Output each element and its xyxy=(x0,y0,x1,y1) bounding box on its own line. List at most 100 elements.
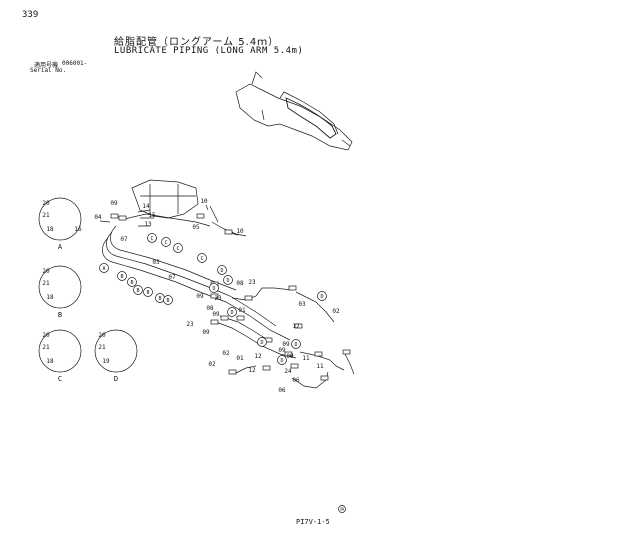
part-number-callout: 09 xyxy=(196,293,204,300)
applicability-label: 適用号機 xyxy=(34,62,59,69)
pipe-fitting xyxy=(284,351,293,357)
callout-circle xyxy=(291,339,301,349)
callout-letter: B xyxy=(136,288,139,294)
part-number-callout: 09 xyxy=(212,311,220,318)
detail-view-letter: B xyxy=(58,311,62,319)
part-number-callout: 07 xyxy=(120,236,128,243)
leader-lines xyxy=(99,204,239,236)
part-number-callout: 12 xyxy=(254,353,262,360)
callout-circle xyxy=(99,263,109,273)
pipe-fitting xyxy=(220,315,229,321)
pipe-fitting xyxy=(320,375,329,381)
part-number-callout: 09 xyxy=(278,347,286,354)
pipe-fitting xyxy=(210,293,219,299)
pipe-run-lower-3 xyxy=(299,351,345,371)
pipe-fitting xyxy=(210,319,219,325)
callout-letter: C xyxy=(200,256,203,262)
callout-letter: C xyxy=(164,240,167,246)
callout-letter: A xyxy=(102,266,105,272)
detail-part-number: 19 xyxy=(102,358,110,365)
footer-mark-circle xyxy=(338,505,346,513)
callout-circle xyxy=(163,295,173,305)
part-number-callout: 09 xyxy=(286,353,294,360)
callout-letter: D xyxy=(226,278,229,284)
callout-letter: B xyxy=(146,290,149,296)
pipe-fitting xyxy=(290,363,299,369)
pipe-run-11 xyxy=(343,351,355,375)
part-number-callout: 08 xyxy=(206,305,214,312)
detail-part-number: 20 xyxy=(42,268,50,275)
pipe-run-main-1 xyxy=(102,237,291,341)
detail-part-number: 20 xyxy=(42,332,50,339)
callout-letter: D xyxy=(220,268,223,274)
callout-circle xyxy=(143,287,153,297)
pipe-fitting xyxy=(314,351,323,357)
part-number-callout: 01 xyxy=(236,355,244,362)
pipe-fitting xyxy=(224,229,233,235)
part-number-callout: 15 xyxy=(148,212,156,219)
detail-circle-c xyxy=(38,329,82,373)
callout-circle xyxy=(117,271,127,281)
pipe-run-lower-1 xyxy=(215,321,297,359)
pipe-fitting xyxy=(342,349,351,355)
pipe-fitting xyxy=(228,369,237,375)
footer-mark: ⑩ xyxy=(340,507,345,513)
part-number-callout: 11 xyxy=(302,355,310,362)
detail-part-number: 18 xyxy=(46,358,54,365)
pipe-run-upper xyxy=(119,213,211,227)
detail-part-number: 16 xyxy=(74,226,82,233)
part-number-callout: 23 xyxy=(248,279,256,286)
callout-letter: C xyxy=(150,236,153,242)
callout-circle xyxy=(277,355,287,365)
part-number-callout: 10 xyxy=(236,228,244,235)
page-number: 339 xyxy=(22,10,39,20)
detail-view-letter: C xyxy=(58,375,62,383)
pipe-run-main-3 xyxy=(110,225,237,291)
detail-part-number: 18 xyxy=(46,294,54,301)
detail-circle-b xyxy=(38,265,82,309)
arm-leader xyxy=(341,139,351,147)
pipe-fitting xyxy=(294,323,303,329)
part-number-callout: 12 xyxy=(292,323,300,330)
boom-bracket-detail xyxy=(140,184,196,214)
detail-part-number: 21 xyxy=(98,344,106,351)
detail-part-number: 21 xyxy=(42,212,50,219)
part-number-callout: 02 xyxy=(332,308,340,315)
serial-number-value: 006001- xyxy=(62,60,88,67)
part-number-callout: 10 xyxy=(200,198,208,205)
callout-letter: D xyxy=(260,340,263,346)
callout-circle xyxy=(173,243,183,253)
pipe-fitting xyxy=(288,285,297,291)
title-japanese: 給脂配管（ロングアーム 5.4ｍ） xyxy=(114,37,280,48)
detail-part-number: 21 xyxy=(42,280,50,287)
pipe-fitting xyxy=(236,315,245,321)
figure-code: PI7V-1-5 xyxy=(296,518,330,526)
pipe-fitting xyxy=(110,213,119,219)
part-number-callout: 03 xyxy=(152,259,160,266)
detail-part-number: 20 xyxy=(42,200,50,207)
pipe-fitting xyxy=(118,215,127,221)
part-number-callout: 23 xyxy=(186,321,194,328)
pipe-fitting xyxy=(196,213,205,219)
callout-circle xyxy=(257,337,267,347)
part-number-callout: 11 xyxy=(316,363,324,370)
callout-letter: B xyxy=(130,280,133,286)
pipe-run-02 xyxy=(295,291,335,323)
callout-circle xyxy=(227,307,237,317)
callout-circle xyxy=(127,277,137,287)
part-number-callout: 23 xyxy=(214,295,222,302)
part-number-callout: 02 xyxy=(208,361,216,368)
title-english: LUBRICATE PIPING (LONG ARM 5.4m) xyxy=(114,46,304,56)
pipe-run-23 xyxy=(231,287,293,301)
callout-letter: C xyxy=(176,246,179,252)
boom-bracket xyxy=(131,179,199,219)
part-number-callout: 01 xyxy=(238,307,246,314)
arm-hose-clip xyxy=(285,97,337,139)
callout-letter: B xyxy=(166,298,169,304)
detail-circle-a xyxy=(38,197,82,241)
callout-letter: D xyxy=(294,342,297,348)
callout-circle xyxy=(147,233,157,243)
part-number-callout: 06 xyxy=(292,377,300,384)
part-number-callout: 09 xyxy=(282,341,290,348)
